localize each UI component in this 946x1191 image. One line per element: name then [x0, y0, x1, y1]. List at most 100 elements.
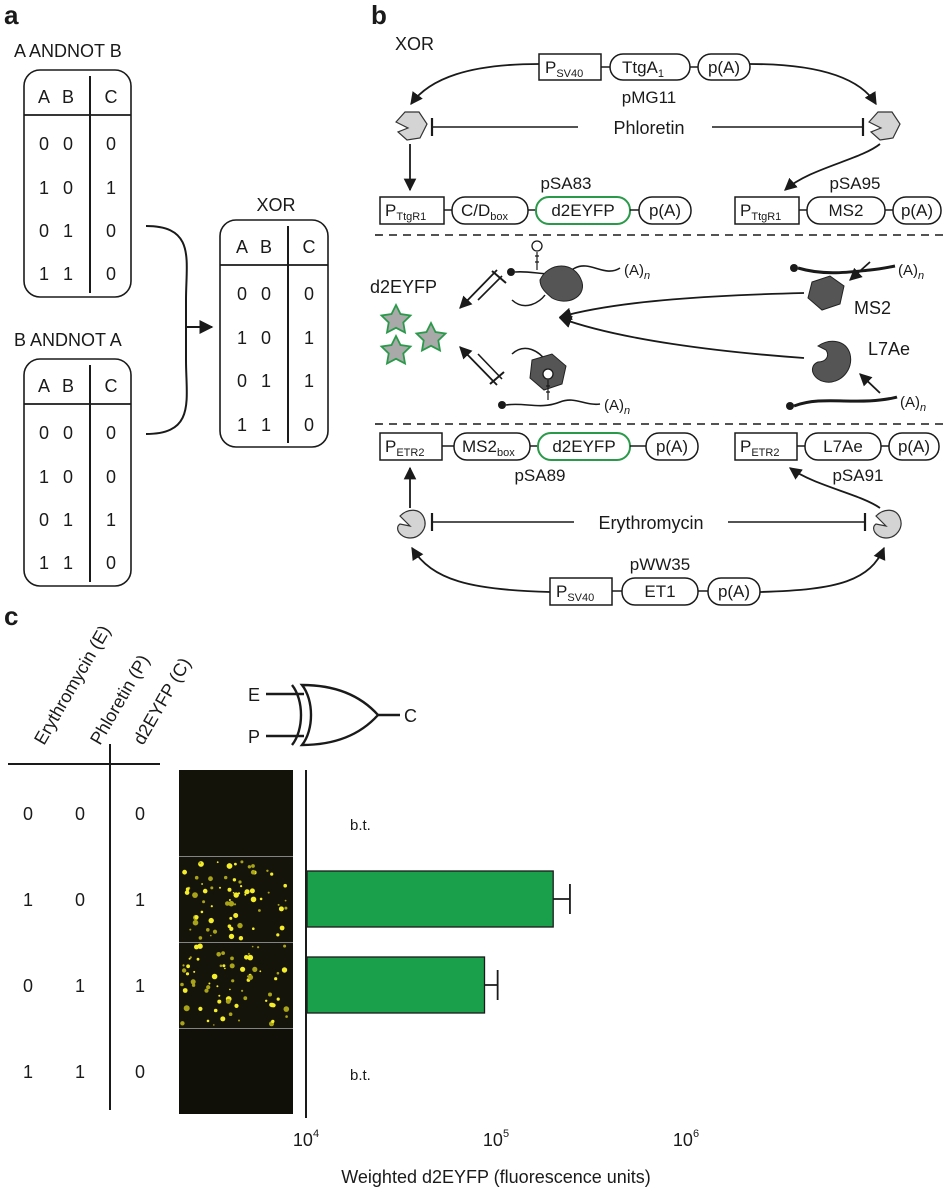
fluorescent-cell — [210, 905, 213, 908]
bar-row-2 — [306, 870, 554, 928]
fluorescent-cell — [237, 922, 243, 929]
plasmid-pww35: pWW35 PSV40 ET1 p(A) — [549, 555, 761, 606]
table2-cell: 0 — [106, 423, 116, 443]
mrna-strand — [505, 399, 601, 407]
repression-line-lower — [477, 353, 503, 380]
fluorescent-cell — [271, 1019, 275, 1024]
table2-cell: 0 — [39, 423, 49, 443]
panel-a-label: a — [4, 0, 19, 30]
fluorescent-cell — [285, 1015, 288, 1018]
mrna-cap — [498, 401, 506, 409]
fluorescent-cell — [233, 903, 237, 906]
fluorescent-cell — [276, 933, 280, 937]
mrna-tail: (A)n — [900, 394, 926, 414]
table1-cell: 0 — [63, 178, 73, 198]
table2-cell: 1 — [63, 510, 73, 530]
fluorescent-cell — [247, 952, 250, 955]
fluorescent-cell — [213, 1024, 215, 1026]
polya-text: p(A) — [718, 582, 750, 601]
fluorescent-cell — [208, 876, 213, 882]
gate-output-c: C — [404, 706, 417, 726]
fluorescent-stars — [379, 302, 448, 366]
promoter-etr2-text: PETR2 — [385, 437, 424, 459]
gate-back-curve — [291, 684, 303, 746]
fluorescent-cell — [258, 909, 261, 912]
l7ae-bound-icon — [539, 265, 583, 302]
fluorescent-cell — [238, 1019, 240, 1022]
fluorescent-cell — [226, 863, 233, 869]
fluorescent-cell — [220, 1016, 226, 1022]
polya-box — [697, 53, 751, 81]
error-bar-row-3 — [484, 970, 499, 1000]
micrograph-panel — [179, 857, 293, 942]
table-c-cell: 1 — [75, 976, 85, 996]
table1-cell: 1 — [39, 264, 49, 284]
repression-bar-upper — [491, 270, 507, 284]
table1-cell: 0 — [63, 134, 73, 154]
table2-cell: 0 — [63, 467, 73, 487]
fluorescent-cell — [204, 988, 209, 993]
table1-title: A ANDNOT B — [14, 41, 122, 61]
panel-b-title: XOR — [395, 34, 434, 54]
binding-curve-upper — [511, 294, 546, 307]
arrow-to-left-receptor — [410, 63, 540, 106]
fluorescent-cell — [228, 899, 231, 901]
mrna-cap — [790, 264, 798, 272]
bar-row-3 — [306, 956, 486, 1014]
translation-arrow-lower — [459, 346, 498, 386]
table3-cell: 1 — [237, 415, 247, 435]
table-c-cell: 1 — [23, 1062, 33, 1082]
l7ae-binding-arrow — [558, 315, 805, 359]
fluorescent-cell — [216, 985, 219, 988]
fluorescent-cell — [218, 994, 221, 997]
fluorescent-cell — [284, 906, 288, 910]
fluorescent-cell — [194, 915, 199, 920]
panel-c-label: c — [4, 601, 18, 631]
table2-cell: 0 — [106, 467, 116, 487]
mrna-cap — [507, 268, 515, 276]
table3-header-c: C — [303, 237, 316, 257]
polya-box — [892, 196, 942, 225]
repression-line-upper — [477, 275, 503, 301]
arrow-to-psa95 — [784, 143, 881, 191]
fluorescent-cell — [201, 883, 204, 885]
fluorescent-cell — [186, 964, 191, 969]
fluorescent-cell — [283, 944, 287, 948]
fluorescent-cell — [230, 956, 234, 961]
table2-cell: 1 — [106, 510, 116, 530]
fluorescent-cell — [194, 875, 199, 880]
fluorescent-cell — [211, 973, 218, 980]
star-icon — [379, 333, 413, 366]
mrna-strand-ms2 — [797, 264, 896, 275]
polya-text: p(A) — [898, 437, 930, 456]
fluorescent-cell — [185, 972, 190, 976]
fluorescent-cell — [276, 997, 280, 1001]
table3-cell: 0 — [237, 371, 247, 391]
fluorescent-cell — [196, 957, 200, 961]
fluorescent-cell — [234, 862, 237, 866]
bt-label-row4: b.t. — [350, 1067, 371, 1084]
fluorescent-cell — [247, 954, 254, 961]
fluorescent-cell — [185, 887, 190, 891]
fluorescent-cell — [219, 964, 223, 968]
fluorescent-cell — [279, 925, 285, 931]
plasmid-name-pww35: pWW35 — [630, 555, 690, 574]
fluorescent-cell — [192, 919, 199, 926]
micrograph-row-1 — [179, 770, 293, 856]
fluorescent-cell — [249, 888, 255, 894]
micrograph-row-4 — [179, 1029, 293, 1114]
fluorescent-cell — [206, 928, 210, 932]
table2-cell: 1 — [39, 553, 49, 573]
table2-rows: 0 0 0 1 0 0 0 1 1 1 1 0 — [39, 423, 116, 573]
fluorescent-cell — [208, 917, 214, 924]
fluorescent-cell — [213, 1008, 218, 1013]
table1-cell: 1 — [63, 221, 73, 241]
truth-table-c: 0 0 0 1 0 1 0 1 1 1 1 0 — [23, 804, 145, 1082]
polya-box — [645, 432, 699, 461]
fluorescent-cell — [198, 861, 204, 867]
fluorescent-cell — [283, 883, 288, 888]
fluorescent-cell — [224, 875, 228, 880]
table3-header-b: B — [260, 237, 272, 257]
fluorescent-cell — [244, 889, 250, 895]
